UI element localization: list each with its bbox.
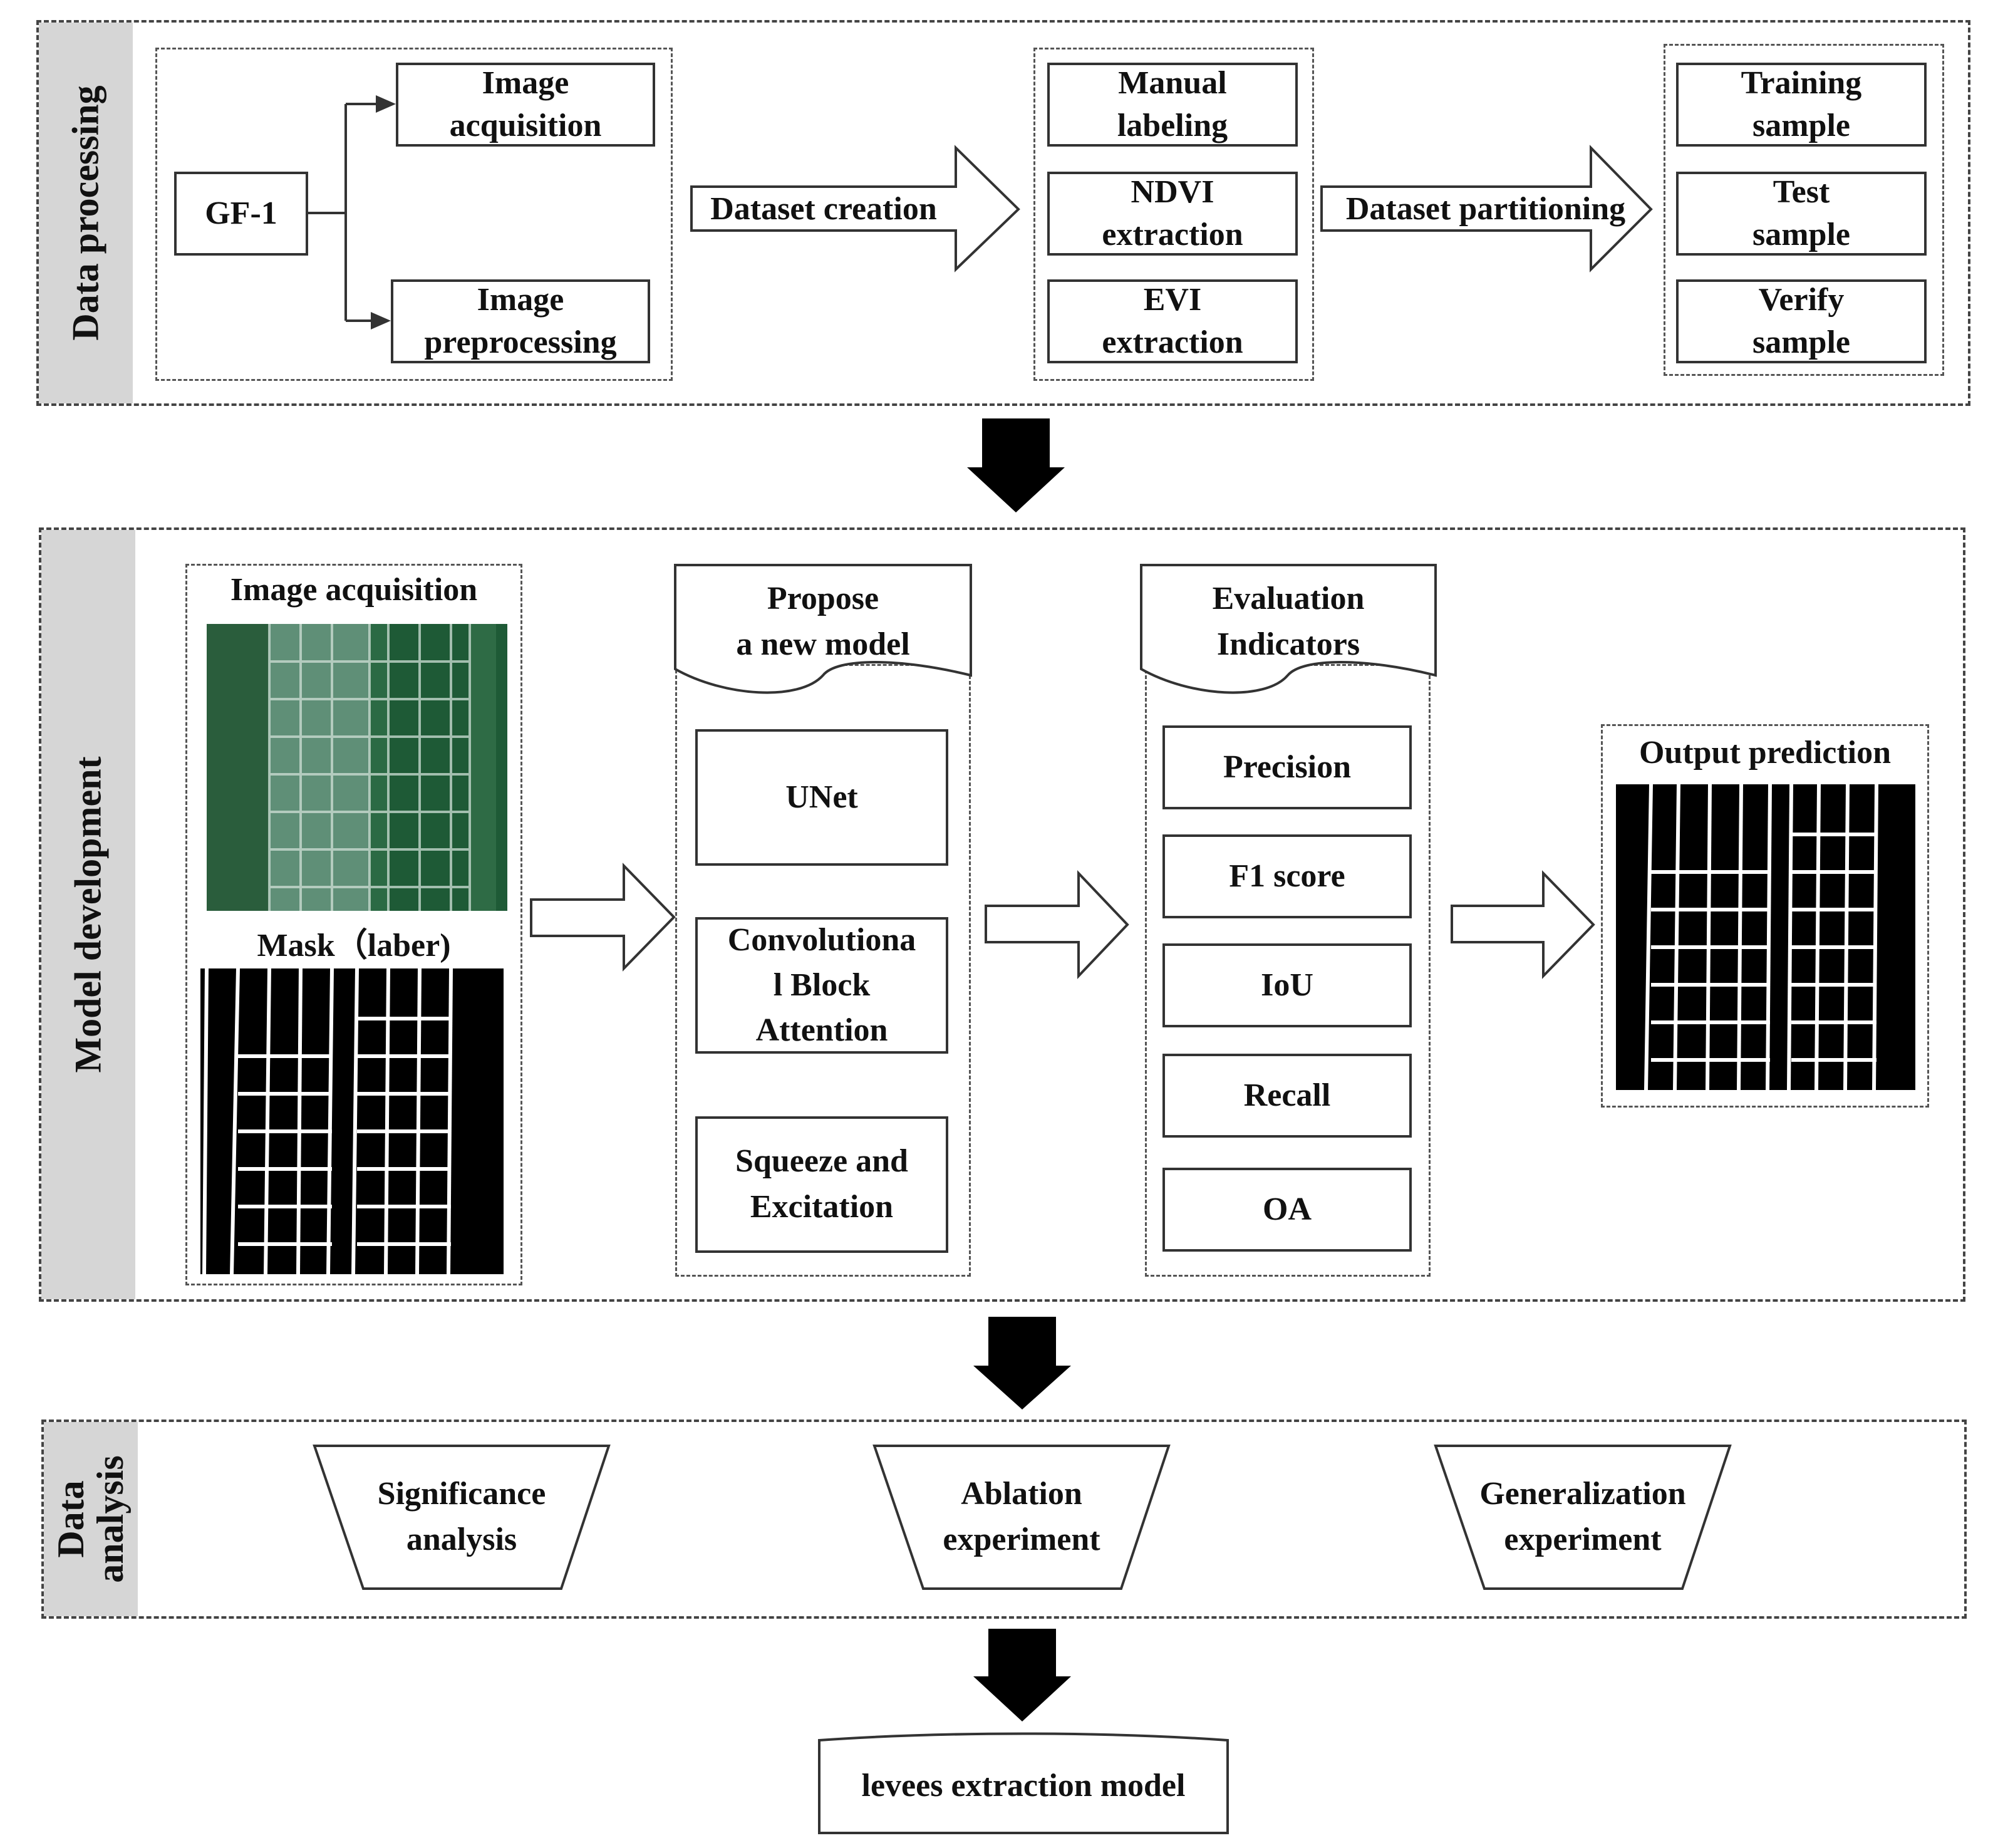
down-arrow-3 — [973, 1629, 1071, 1721]
f1-score-box: F1 score — [1162, 834, 1412, 918]
training-sample-box: Training sample — [1676, 63, 1927, 147]
acquisition-group — [155, 48, 673, 381]
manual-labeling-label: Manual labeling — [1117, 65, 1228, 143]
section-sidebar: Data processing — [39, 23, 133, 403]
evaluation-document-header — [1140, 564, 1437, 694]
evi-extraction-label: EVI extraction — [1102, 282, 1243, 360]
verify-sample-box: Verify sample — [1676, 279, 1927, 363]
result-label: levees extraction model — [861, 1767, 1186, 1804]
ablation-label: Ablation experiment — [943, 1476, 1100, 1557]
propose-model-title: Propose a new model — [736, 581, 910, 662]
unet-label: UNet — [785, 779, 858, 816]
oa-label: OA — [1263, 1191, 1312, 1228]
image-preprocessing-box: Image preprocessing — [391, 279, 650, 363]
mask-label: Mask（laber) — [257, 928, 451, 963]
arrow-to-model — [530, 863, 676, 972]
f1-score-label: F1 score — [1229, 858, 1345, 895]
section-data-processing: Data processing — [36, 20, 1970, 406]
output-prediction-image — [1616, 784, 1915, 1091]
recall-box: Recall — [1162, 1054, 1412, 1138]
image-acquisition-label: Image acquisition — [449, 65, 602, 143]
image-acquisition-panel — [185, 564, 522, 1285]
mask-image — [200, 968, 504, 1275]
verify-sample-label: Verify sample — [1752, 282, 1850, 360]
recall-label: Recall — [1243, 1077, 1331, 1114]
section-model-development: Model development — [39, 527, 1965, 1302]
dataset-partitioning-label: Dataset partitioning — [1345, 190, 1626, 227]
se-label: Squeeze and Excitation — [735, 1143, 908, 1225]
cbam-box: Convolutiona l Block Attention — [695, 917, 948, 1054]
output-panel — [1601, 724, 1929, 1108]
cbam-label: Convolutiona l Block Attention — [727, 922, 916, 1048]
oa-box: OA — [1162, 1168, 1412, 1252]
gf1-source-box: GF-1 — [174, 172, 308, 256]
precision-box: Precision — [1162, 725, 1412, 809]
arrow-to-output — [1451, 870, 1595, 979]
down-arrow-2 — [973, 1317, 1071, 1409]
image-preprocessing-label: Image preprocessing — [424, 282, 617, 360]
se-box: Squeeze and Excitation — [695, 1116, 948, 1253]
unet-box: UNet — [695, 729, 948, 866]
section-data-analysis: Data analysis — [41, 1420, 1967, 1619]
result-document — [818, 1732, 1229, 1834]
test-sample-label: Test sample — [1752, 174, 1850, 252]
image-acquisition-title: Image acquisition — [230, 572, 478, 608]
section-sidebar: Data analysis — [44, 1422, 138, 1616]
ablation-trapezoid — [872, 1445, 1171, 1590]
manual-labeling-box: Manual labeling — [1047, 63, 1298, 147]
output-prediction-title: Output prediction — [1638, 735, 1892, 771]
down-arrow-1 — [967, 418, 1065, 512]
generalization-label: Generalization experiment — [1479, 1476, 1686, 1557]
iou-box: IoU — [1162, 943, 1412, 1027]
feature-group — [1033, 48, 1314, 381]
gf1-label: GF-1 — [205, 195, 277, 232]
training-sample-label: Training sample — [1741, 65, 1862, 143]
dataset-creation-label: Dataset creation — [710, 190, 937, 227]
evaluation-title: Evaluation Indicators — [1212, 581, 1365, 662]
significance-label: Significance analysis — [377, 1476, 546, 1557]
test-sample-box: Test sample — [1676, 172, 1927, 256]
evi-extraction-box: EVI extraction — [1047, 279, 1298, 363]
section-sidebar: Model development — [41, 530, 135, 1299]
arrow-to-evaluation — [985, 869, 1129, 980]
image-acquisition-box: Image acquisition — [396, 63, 655, 147]
ndvi-extraction-box: NDVI extraction — [1047, 172, 1298, 256]
precision-label: Precision — [1223, 749, 1352, 786]
satellite-image — [207, 624, 507, 911]
model-document-header — [674, 564, 972, 694]
significance-trapezoid — [313, 1445, 611, 1590]
generalization-trapezoid — [1434, 1445, 1732, 1590]
ndvi-extraction-label: NDVI extraction — [1102, 174, 1243, 252]
iou-label: IoU — [1261, 967, 1313, 1004]
sample-group — [1664, 44, 1944, 376]
